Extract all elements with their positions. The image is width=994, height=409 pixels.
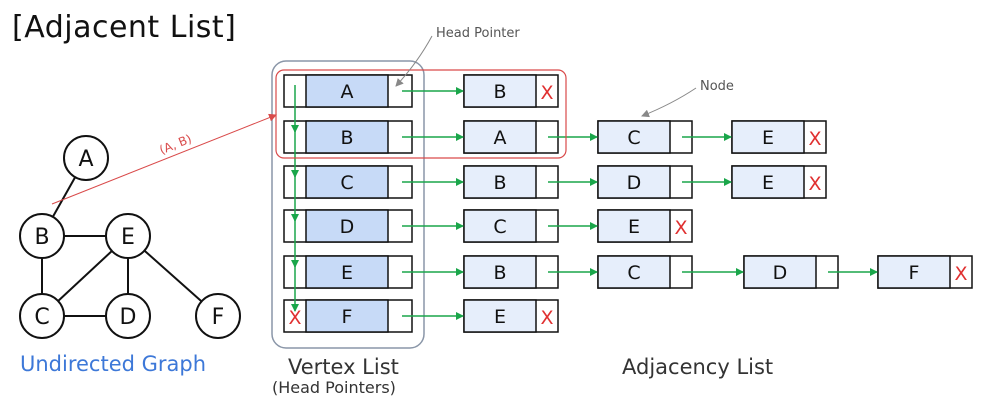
vertex-node-F: FX — [283, 299, 413, 333]
node-annotation: Node — [700, 79, 734, 94]
vertex-node-label: B — [340, 127, 353, 149]
list-node-data — [463, 255, 537, 289]
graph-caption: Undirected Graph — [20, 352, 207, 376]
graph-vertex-label: F — [212, 305, 225, 330]
adjacency-list-caption: Adjacency List — [622, 355, 774, 379]
pointer-arrows — [291, 85, 878, 320]
edge-mapping-arrow — [51, 113, 277, 205]
vertex-node-data — [305, 120, 389, 154]
null-terminator: X — [540, 82, 553, 104]
graph-vertex-label: B — [34, 225, 49, 250]
vertex-node-D: D — [283, 209, 413, 243]
page-title: [Adjacent List] — [12, 10, 237, 45]
graph-vertex-label: E — [121, 225, 135, 250]
vertex-node-label: A — [341, 81, 354, 103]
list-node-data — [463, 299, 537, 333]
null-terminator: X — [674, 217, 687, 239]
list-node-label: D — [773, 262, 788, 284]
graph-vertex-label: C — [34, 305, 49, 330]
list-node-D: D — [597, 165, 693, 199]
graph-edge-CE — [57, 250, 113, 302]
list-node-C: C — [463, 209, 559, 243]
undirected-graph: A B C D E F — [19, 135, 241, 339]
head-pointer-annotation: Head Pointer — [436, 26, 520, 41]
vertex-node-B: B — [283, 120, 413, 154]
null-terminator: X — [954, 263, 967, 285]
vertex-list-group — [271, 60, 425, 349]
null-terminator: X — [540, 307, 553, 329]
null-terminator: X — [808, 173, 821, 195]
list-node-data — [743, 255, 817, 289]
list-node-label: C — [627, 262, 640, 284]
list-node-label: C — [627, 127, 640, 149]
graph-vertex-A — [63, 135, 109, 181]
list-node-label: F — [909, 262, 920, 284]
list-node-label: B — [493, 81, 506, 103]
graph-vertex-B — [19, 213, 65, 259]
list-node-label: A — [494, 127, 507, 149]
vertex-node-label: E — [341, 262, 353, 284]
list-node-D: D — [743, 255, 839, 289]
graph-vertex-E — [105, 213, 151, 259]
list-node-data — [731, 165, 805, 199]
edge-mapping-label: (A, B) — [157, 132, 193, 158]
null-terminator: X — [808, 128, 821, 150]
vertex-node-A: A — [283, 74, 413, 108]
list-node-B: B — [463, 255, 559, 289]
vertex-node-C: C — [283, 165, 413, 199]
list-node-data — [877, 255, 951, 289]
list-node-B: B — [463, 165, 559, 199]
graph-vertex-label: D — [120, 305, 137, 330]
vertex-node-data — [305, 299, 389, 333]
list-node-C: C — [597, 255, 693, 289]
list-node-data — [463, 209, 537, 243]
list-node-label: B — [493, 262, 506, 284]
list-node-label: C — [493, 216, 506, 238]
list-node-data — [731, 120, 805, 154]
list-node-data — [463, 74, 537, 108]
list-node-data — [463, 120, 537, 154]
graph-vertex-D — [105, 293, 151, 339]
vertex-list-border — [271, 60, 425, 349]
head-pointer-callout — [395, 35, 433, 87]
list-node-label: E — [762, 172, 774, 194]
vertex-node-label: F — [342, 306, 353, 328]
list-node-label: B — [493, 172, 506, 194]
vertex-list-caption: Vertex List — [288, 355, 399, 379]
graph-vertex-F — [195, 293, 241, 339]
list-node-data — [463, 165, 537, 199]
list-node-A: A — [463, 120, 559, 154]
vertex-node-label: C — [340, 172, 353, 194]
vertex-node-label: D — [340, 216, 355, 238]
list-node-data — [597, 120, 671, 154]
list-node-data — [597, 165, 671, 199]
node-callout — [641, 87, 697, 118]
vertex-node-data — [305, 209, 389, 243]
list-node-label: E — [762, 127, 774, 149]
list-node-label: E — [494, 306, 506, 328]
list-node-C: C — [597, 120, 693, 154]
vertex-list-subcaption: (Head Pointers) — [272, 378, 396, 397]
vertex-node-data — [305, 165, 389, 199]
graph-vertex-C — [19, 293, 65, 339]
list-node-label: D — [627, 172, 642, 194]
vertex-node-data — [305, 255, 389, 289]
list-node-data — [597, 255, 671, 289]
null-terminator: X — [288, 307, 301, 329]
vertex-node-E: E — [283, 255, 413, 289]
list-node-data — [597, 209, 671, 243]
list-node-label: E — [628, 216, 640, 238]
graph-edge-AB — [51, 176, 77, 218]
vertex-node-data — [305, 74, 389, 108]
graph-edge-EF — [143, 249, 203, 303]
graph-vertex-label: A — [78, 147, 93, 172]
